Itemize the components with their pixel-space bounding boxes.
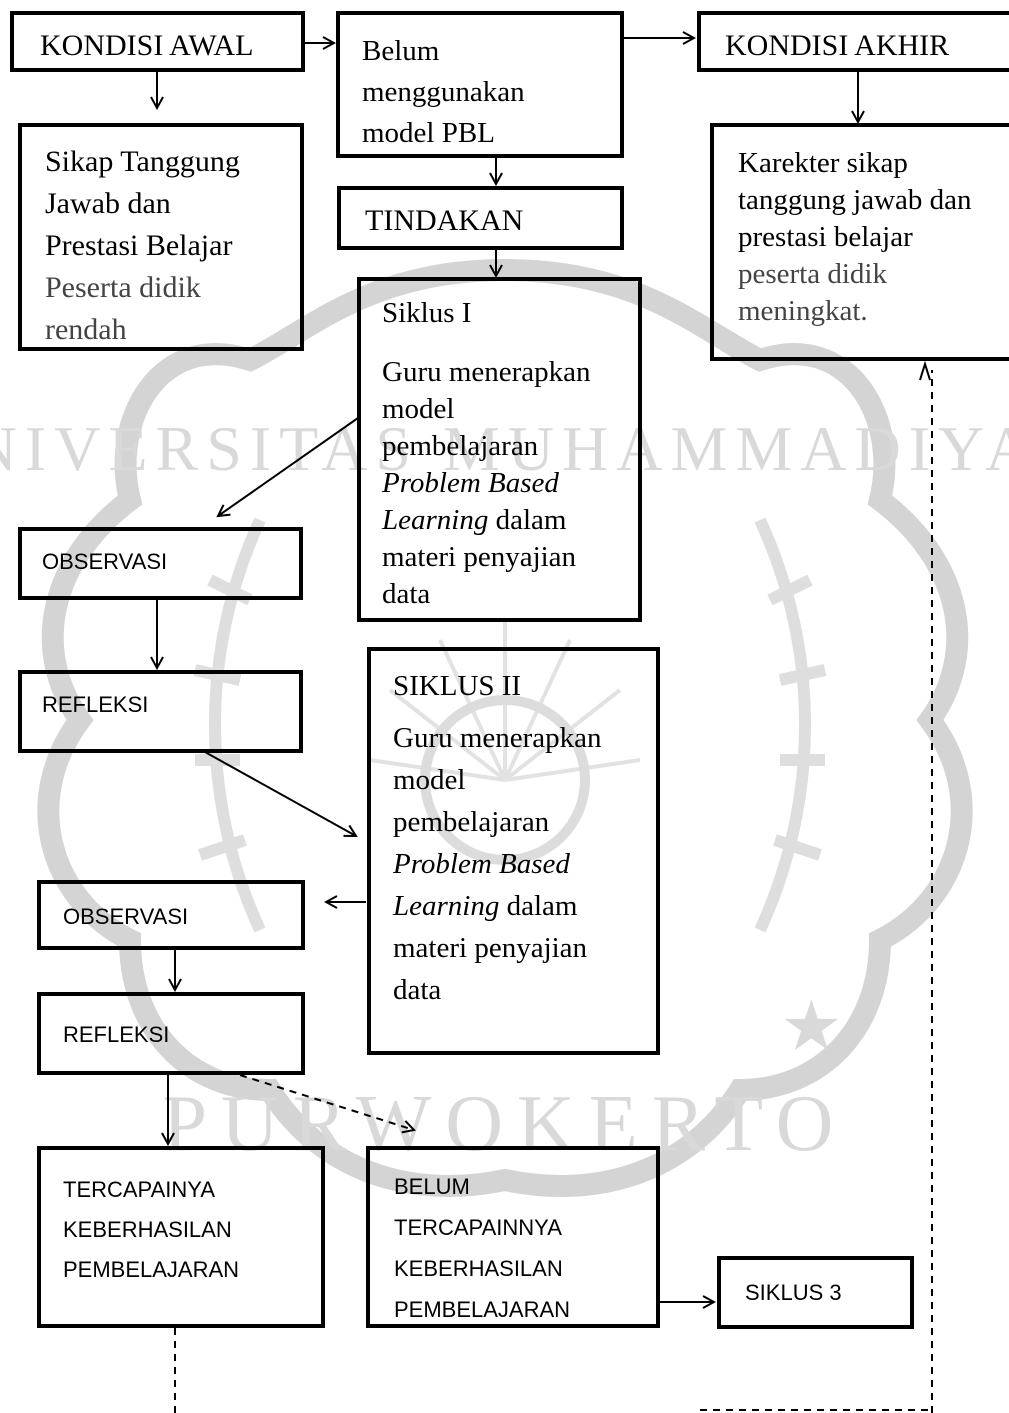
belum-tercapai-box: BELUM TERCAPAINNYA KEBERHASILAN PEMBELAJ… [366, 1146, 660, 1328]
kondisi-awal-box: KONDISI AWAL [10, 11, 305, 72]
refleksi2-label: REFLEKSI [63, 1022, 170, 1047]
belum-pbl-line: model PBL [362, 117, 495, 149]
karakter-meningkat-box: Karekter sikap tanggung jawab dan presta… [710, 123, 1009, 361]
karakter-line: tanggung jawab dan [738, 184, 972, 216]
belum-pbl-box: Belum menggunakan model PBL [336, 11, 624, 158]
siklus1-box: Siklus I Guru menerapkan model pembelaja… [357, 277, 642, 622]
siklus1-line: Guru menerapkan [382, 356, 591, 388]
siklus2-title: SIKLUS II [393, 670, 522, 702]
karakter-line: peserta didik [738, 258, 887, 290]
dashed-arrow-refleksi2-to-belum [239, 1074, 414, 1130]
kondisi-akhir-box: KONDISI AKHIR [697, 11, 1009, 72]
belum-pbl-line: Belum [362, 35, 440, 67]
sikap-rendah-box: Sikap Tanggung Jawab dan Prestasi Belaja… [18, 123, 304, 351]
siklus1-line: pembelajaran [382, 430, 539, 462]
sikap-rendah-line: Peserta didik [45, 271, 201, 304]
dashed-arrow-head-up [919, 360, 931, 381]
sikap-rendah-line: Prestasi Belajar [45, 229, 233, 262]
karakter-line: prestasi belajar [738, 221, 913, 253]
siklus3-box: SIKLUS 3 [717, 1256, 914, 1329]
siklus2-line: model [393, 764, 466, 796]
observasi1-label: OBSERVASI [42, 549, 168, 574]
siklus3-label: SIKLUS 3 [745, 1280, 842, 1305]
siklus2-dalam: dalam [499, 890, 578, 922]
siklus1-line: data [382, 578, 431, 610]
tercapainya-line: TERCAPAINYA [63, 1177, 215, 1202]
sikap-rendah-line: rendah [45, 313, 127, 346]
refleksi1-label: REFLEKSI [42, 692, 149, 717]
tindakan-box: TINDAKAN [337, 186, 624, 250]
sikap-rendah-line: Sikap Tanggung [45, 145, 240, 178]
belum-tercapai-line: PEMBELAJARAN [394, 1297, 571, 1322]
siklus2-line: data [393, 974, 442, 1006]
tercapainya-box: TERCAPAINYA KEBERHASILAN PEMBELAJARAN [37, 1146, 325, 1328]
siklus1-title: Siklus I [382, 297, 472, 329]
kondisi-akhir-label: KONDISI AKHIR [725, 29, 950, 62]
refleksi2-box: REFLEKSI [37, 992, 305, 1075]
belum-pbl-line: menggunakan [362, 76, 525, 108]
siklus1-line: materi penyajian [382, 541, 577, 573]
siklus1-line: Learning dalam [382, 502, 638, 539]
siklus1-dalam: dalam [488, 504, 567, 536]
siklus2-line: materi penyajian [393, 932, 588, 964]
belum-tercapai-line: BELUM [394, 1174, 470, 1199]
observasi2-box: OBSERVASI [37, 880, 305, 950]
arrow-refleksi-to-siklus2 [204, 751, 356, 836]
siklus1-learning: Learning [382, 504, 489, 536]
siklus2-line: Learning dalam [393, 885, 656, 927]
siklus1-line: Problem Based [382, 467, 559, 499]
tercapainya-line: KEBERHASILAN [63, 1217, 232, 1242]
siklus2-line: Guru menerapkan [393, 722, 602, 754]
belum-tercapai-line: KEBERHASILAN [394, 1256, 563, 1281]
karakter-line: Karekter sikap [738, 147, 908, 179]
siklus2-line: Problem Based [393, 848, 570, 880]
kondisi-awal-label: KONDISI AWAL [40, 29, 254, 62]
siklus2-learning: Learning [393, 890, 500, 922]
belum-tercapai-line: TERCAPAINNYA [394, 1215, 562, 1240]
observasi2-label: OBSERVASI [63, 904, 189, 929]
siklus1-line: model [382, 393, 455, 425]
tindakan-label: TINDAKAN [365, 204, 524, 237]
refleksi1-box: REFLEKSI [18, 670, 303, 753]
siklus2-box: SIKLUS II Guru menerapkan model pembelaj… [367, 647, 660, 1055]
karakter-line: meningkat. [738, 295, 868, 327]
siklus2-line: pembelajaran [393, 806, 550, 838]
arrow-siklus1-to-observasi [218, 417, 359, 516]
tercapainya-line: PEMBELAJARAN [63, 1257, 240, 1282]
sikap-rendah-line: Jawab dan [45, 187, 171, 220]
observasi1-box: OBSERVASI [18, 527, 303, 600]
